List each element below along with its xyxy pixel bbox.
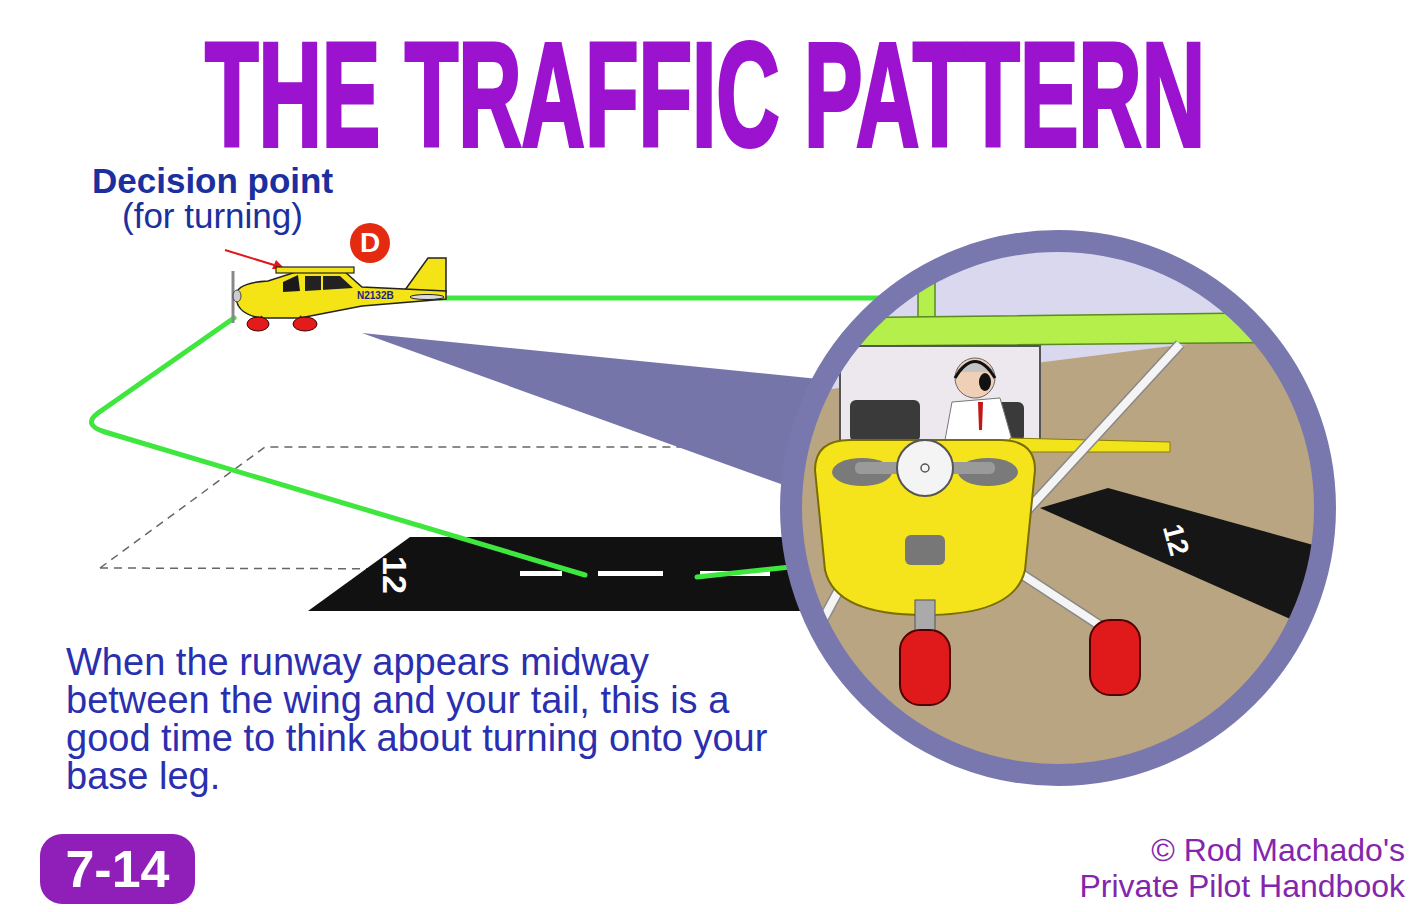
runway-number: 12 xyxy=(378,556,412,594)
spinner xyxy=(233,290,241,302)
callout-label: Decision point xyxy=(92,163,333,198)
cabin xyxy=(840,346,1040,450)
pointer-arrow xyxy=(225,250,274,265)
fuselage xyxy=(236,272,446,318)
seat xyxy=(850,400,920,442)
spinner-hub xyxy=(921,464,929,472)
pilot-body xyxy=(945,398,1012,440)
side-window xyxy=(305,276,353,291)
wing xyxy=(276,267,354,273)
sight-wedge xyxy=(362,333,848,488)
figure-badge: 7-14 xyxy=(40,834,195,904)
title-text: THE TRAFFIC PATTERN xyxy=(205,21,1205,169)
wheel-pant xyxy=(293,317,317,331)
caption-text: When the runway appears midway between t… xyxy=(66,643,786,795)
centerline-dash xyxy=(598,571,663,576)
wheel-pant xyxy=(1090,620,1140,695)
headset-cup xyxy=(979,373,991,391)
marker-circle: D xyxy=(350,223,390,263)
wheel-pant xyxy=(247,317,269,331)
runway xyxy=(308,537,830,611)
callout-note: (for turning) xyxy=(122,198,303,233)
copyright-note: © Rod Machado's Private Pilot Handbook xyxy=(1060,832,1405,904)
lower-inlet xyxy=(905,535,945,565)
spinner xyxy=(897,440,953,496)
sky xyxy=(760,210,1360,810)
stabilizer xyxy=(410,295,444,300)
node-text: 7-14 xyxy=(65,843,169,895)
node-text: D xyxy=(360,229,380,257)
ground xyxy=(760,322,1360,810)
tail-fin xyxy=(405,258,446,292)
inset-ring xyxy=(791,241,1325,775)
windshield xyxy=(283,275,300,292)
window-post xyxy=(321,276,323,291)
flight-path xyxy=(697,566,800,577)
wheel-pant xyxy=(900,630,950,705)
flight-path xyxy=(440,296,884,301)
pilot-head xyxy=(955,358,995,398)
inset-view xyxy=(760,210,1360,810)
centerline-dash xyxy=(520,571,562,576)
tail-number: N2132B xyxy=(357,291,394,301)
pilot-tie xyxy=(978,402,983,430)
cowling xyxy=(815,440,1035,615)
